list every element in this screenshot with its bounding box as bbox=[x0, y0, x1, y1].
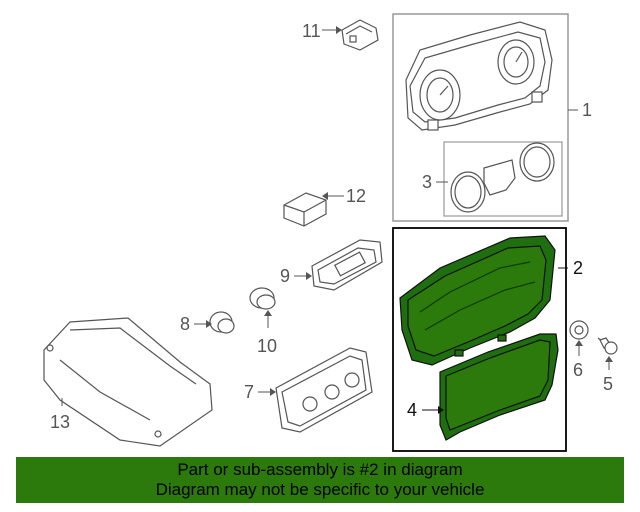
callout-11: 11 bbox=[302, 21, 321, 41]
callout-6: 6 bbox=[573, 360, 583, 380]
highlighted-cluster-part bbox=[399, 235, 556, 366]
connector-part bbox=[341, 19, 379, 51]
arrow-12 bbox=[322, 192, 328, 200]
arrow-5 bbox=[605, 356, 613, 362]
callout-5: 5 bbox=[603, 374, 613, 394]
switch-part bbox=[283, 192, 327, 227]
callout-12: 12 bbox=[346, 186, 366, 206]
group-box-3 bbox=[443, 141, 563, 217]
arrow-6 bbox=[575, 340, 583, 346]
callout-2: 2 bbox=[573, 258, 583, 278]
switch-panel-part bbox=[311, 239, 383, 291]
banner-line-2: Diagram may not be specific to your vehi… bbox=[155, 480, 485, 499]
screw-part bbox=[597, 337, 618, 355]
arrow-11 bbox=[336, 26, 342, 34]
display-part bbox=[439, 333, 559, 441]
arrow-4 bbox=[438, 406, 444, 414]
callout-13: 13 bbox=[50, 412, 70, 432]
callout-7: 7 bbox=[244, 382, 254, 402]
instrument-cluster-part bbox=[405, 21, 553, 131]
callout-1: 1 bbox=[582, 100, 592, 120]
group-box-2 bbox=[392, 227, 567, 452]
callout-9: 9 bbox=[280, 266, 290, 286]
callout-8: 8 bbox=[180, 314, 190, 334]
arrow-8 bbox=[206, 320, 212, 328]
banner-line-1: Part or sub-assembly is #2 in diagram bbox=[177, 460, 463, 479]
nut-part bbox=[569, 320, 589, 340]
lens-set-part bbox=[450, 142, 555, 213]
arrow-9 bbox=[306, 272, 312, 280]
bracket-part bbox=[43, 317, 213, 447]
callout-10: 10 bbox=[257, 336, 277, 356]
group-box-1 bbox=[392, 13, 569, 222]
callout-3: 3 bbox=[422, 172, 432, 192]
notice-banner: Part or sub-assembly is #2 in diagram Di… bbox=[16, 457, 624, 503]
knob-part bbox=[249, 287, 276, 310]
control-module-part bbox=[275, 347, 373, 433]
knob-small-part bbox=[209, 311, 235, 334]
arrow-10 bbox=[264, 310, 272, 316]
arrow-7 bbox=[270, 388, 276, 396]
callout-4: 4 bbox=[407, 400, 417, 420]
